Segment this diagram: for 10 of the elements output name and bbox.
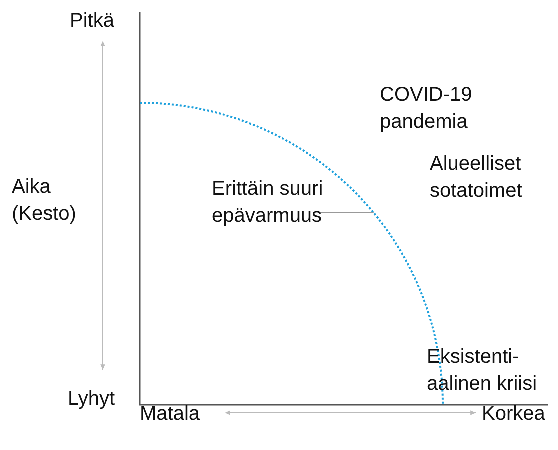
axis-label: Eksistenti- aalinen kriisi [427, 345, 538, 397]
axis-label: Pitkä [70, 9, 114, 34]
node-label: Erittäin suuri epävarmuus [212, 176, 332, 230]
axis-label: COVID-19 pandemia [380, 83, 474, 135]
axis-label: Korkea [482, 402, 546, 427]
axis-label: Alueelliset sotatoimet [430, 152, 524, 204]
axis-label: Matala [140, 402, 200, 427]
axis-label: Lyhyt [68, 387, 116, 412]
axis-label: Aika (Kesto) [12, 175, 78, 227]
leader-line [318, 212, 374, 214]
